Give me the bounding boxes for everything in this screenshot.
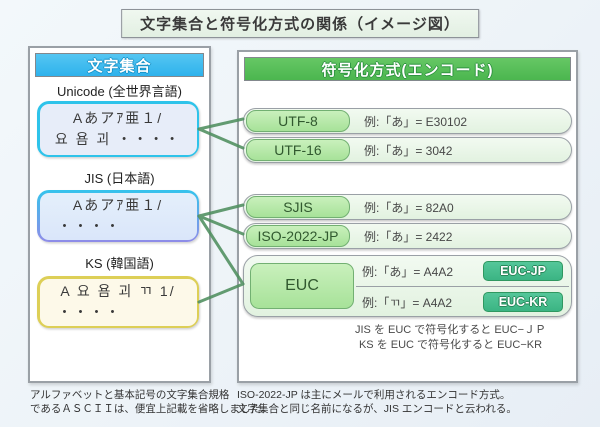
euc-kr-example: 例:「ㄲ」= A4A2 bbox=[362, 295, 453, 310]
jis-charset-box-inner: Aあアｱ亜１/ ・・・・ bbox=[39, 192, 197, 240]
footnote-encoding: ISO-2022-JP は主にメールで利用されるエンコード方式。 文字集合と同じ… bbox=[237, 388, 517, 416]
ks-section-label: KS (韓国語) bbox=[85, 256, 154, 271]
ks-sample-line2: ・・・・ bbox=[57, 304, 122, 320]
jis-sample-line1: Aあアｱ亜１/ bbox=[72, 197, 164, 213]
jis-charset-box: Aあアｱ亜１/ ・・・・ bbox=[37, 190, 199, 242]
euc-jp-example: 例:「あ」= A4A2 bbox=[362, 264, 454, 279]
diagram-title-text: 文字集合と符号化方式の関係（イメージ図） bbox=[140, 16, 460, 33]
ks-charset-box: A 요 욤 괴 ㄲ 1/ ・・・・ bbox=[37, 276, 199, 328]
euc-kr-tag: EUC-KR bbox=[483, 292, 563, 312]
footnote-charset-line1: アルファベットと基本記号の文字集合規格 bbox=[30, 389, 230, 401]
utf8-badge: UTF-8 bbox=[246, 110, 350, 132]
iso2022jp-badge: ISO-2022-JP bbox=[246, 225, 350, 247]
utf8-example: 例:「あ」= E30102 bbox=[364, 114, 468, 129]
encoding-panel-header: 符号化方式(エンコード) bbox=[244, 57, 571, 81]
utf16-example: 例:「あ」= 3042 bbox=[364, 143, 453, 158]
iso2022jp-row: ISO-2022-JP 例:「あ」= 2422 bbox=[243, 223, 572, 249]
euc-divider bbox=[356, 286, 569, 287]
euc-jp-row: 例:「あ」= A4A2 EUC-JP bbox=[358, 256, 568, 286]
footnote-encoding-line1: ISO-2022-JP は主にメールで利用されるエンコード方式。 bbox=[237, 389, 511, 401]
unicode-sample-line1: Aあアｱ亜１/ bbox=[72, 110, 164, 126]
euc-group: EUC 例:「あ」= A4A2 EUC-JP 例:「ㄲ」= A4A2 EUC-K… bbox=[243, 255, 572, 317]
euc-jp-tag: EUC-JP bbox=[483, 261, 563, 281]
utf8-row: UTF-8 例:「あ」= E30102 bbox=[243, 108, 572, 134]
ks-sample-line1: A 요 욤 괴 ㄲ 1/ bbox=[60, 283, 176, 299]
unicode-charset-box: Aあアｱ亜１/ 요 욤 괴 ・・・・ bbox=[37, 101, 199, 157]
diagram-title: 文字集合と符号化方式の関係（イメージ図） bbox=[121, 9, 479, 38]
iso2022jp-example: 例:「あ」= 2422 bbox=[364, 229, 453, 244]
sjis-badge: SJIS bbox=[246, 196, 350, 218]
footnote-encoding-line2: 文字集合と同じ名前になるが、JIS エンコードと云われる。 bbox=[237, 403, 517, 416]
encoding-panel: 符号化方式(エンコード) UTF-8 例:「あ」= E30102 UTF-16 … bbox=[237, 50, 578, 383]
euc-kr-row: 例:「ㄲ」= A4A2 EUC-KR bbox=[358, 287, 568, 317]
sjis-row: SJIS 例:「あ」= 82A0 bbox=[243, 194, 572, 220]
sjis-example: 例:「あ」= 82A0 bbox=[364, 200, 454, 215]
footnote-charset-line2: であるＡＳＣＩＩは、便宜上記載を省略しました。 bbox=[30, 403, 272, 416]
utf16-badge: UTF-16 bbox=[246, 139, 350, 161]
charset-panel-header: 文字集合 bbox=[35, 53, 204, 77]
unicode-charset-box-inner: Aあアｱ亜１/ 요 욤 괴 ・・・・ bbox=[39, 103, 197, 155]
euc-note: JIS を EUC で符号化すると EUC−ＪＰ KS を EUC で符号化する… bbox=[331, 323, 570, 353]
euc-badge: EUC bbox=[250, 263, 354, 309]
unicode-sample-line2: 요 욤 괴 ・・・・ bbox=[54, 131, 182, 147]
ks-charset-box-inner: A 요 욤 괴 ㄲ 1/ ・・・・ bbox=[39, 278, 197, 326]
euc-note-line2: KS を EUC で符号化すると EUC−KR bbox=[358, 338, 543, 351]
jis-section-label: JIS (日本語) bbox=[84, 171, 155, 186]
jis-sample-line2: ・・・・ bbox=[57, 218, 122, 234]
footnote-charset: アルファベットと基本記号の文字集合規格 であるＡＳＣＩＩは、便宜上記載を省略しま… bbox=[30, 388, 271, 416]
charset-panel: 文字集合 Unicode (全世界言語) Aあアｱ亜１/ 요 욤 괴 ・・・・ … bbox=[28, 46, 211, 383]
unicode-section-label: Unicode (全世界言語) bbox=[57, 84, 182, 99]
utf16-row: UTF-16 例:「あ」= 3042 bbox=[243, 137, 572, 163]
euc-note-line1: JIS を EUC で符号化すると EUC−ＪＰ bbox=[355, 324, 546, 336]
